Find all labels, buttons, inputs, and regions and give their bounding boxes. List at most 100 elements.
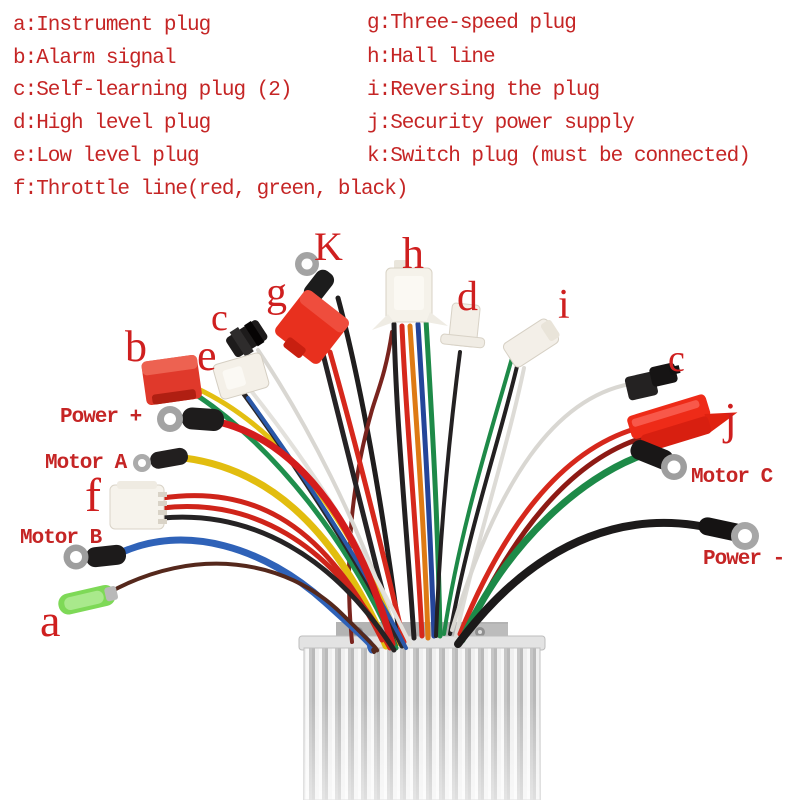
b-base	[151, 389, 197, 405]
label-h: h	[402, 229, 424, 278]
power-plus-sleeve	[181, 407, 225, 431]
j-lower	[641, 416, 712, 453]
ring-terminal-motor-a	[133, 447, 188, 472]
connector-c-right-black	[624, 362, 681, 401]
label-g: g	[266, 270, 287, 316]
legend-item-e: e:Low level plug	[13, 145, 200, 168]
h-wing-right	[426, 312, 448, 326]
connector-h-white	[372, 260, 448, 330]
connector-d-white	[440, 302, 486, 349]
c-right-body	[624, 371, 658, 401]
d-crossbar	[440, 333, 486, 349]
motor-c-hole	[667, 460, 681, 474]
legend-item-f: f:Throttle line(red, green, black)	[13, 178, 408, 201]
connector-f-white	[109, 481, 167, 530]
wire-harness	[108, 295, 730, 654]
label-power-plus: Power +	[60, 406, 142, 429]
motor-b-hole	[70, 551, 82, 563]
motor-b-sleeve	[85, 544, 127, 568]
bracket-screw-right-glint	[478, 630, 482, 634]
controller-body	[298, 622, 546, 800]
ring-terminal-power-plus	[157, 406, 225, 432]
wire-j-red	[457, 425, 641, 637]
wire-g-red	[327, 349, 407, 645]
g-tab	[283, 337, 306, 358]
wire-motor-a-yellow	[180, 454, 390, 650]
wire-i-green	[442, 356, 514, 636]
a-crimp	[104, 586, 118, 602]
label-motor-c: Motor C	[691, 466, 773, 489]
wire-h-orange	[407, 323, 431, 641]
connector-g-red	[275, 290, 349, 364]
c-left-body	[226, 320, 268, 358]
wire-b-green	[195, 393, 399, 651]
label-j: j	[724, 393, 737, 444]
wire-d-black	[434, 350, 462, 638]
legend-item-g: g:Three-speed plug	[367, 12, 577, 35]
wire-e-blue	[246, 396, 408, 650]
legend-item-d: d:High level plug	[13, 112, 211, 135]
legend-item-i: i:Reversing the plug	[367, 79, 600, 102]
label-f: f	[85, 469, 101, 522]
wire-c1-white	[256, 348, 400, 640]
label-power-minus: Power -	[703, 548, 785, 571]
label-c-left: c	[211, 297, 228, 339]
f-pin1	[158, 492, 167, 497]
legend-item-k: k:Switch plug (must be connected)	[367, 145, 751, 168]
connector-a-green	[58, 584, 118, 615]
j-tip	[704, 412, 738, 434]
legend-item-b: b:Alarm signal	[13, 47, 176, 70]
legend-item-j: j:Security power supply	[367, 112, 635, 135]
label-a: a	[40, 595, 61, 646]
c-left-rib	[229, 326, 254, 357]
label-c-right: c	[668, 338, 685, 380]
wire-h-red	[399, 323, 425, 639]
h-face	[394, 276, 424, 310]
f-pin4	[158, 519, 167, 524]
wire-power-minus-black	[454, 519, 730, 648]
c-left-rib2	[244, 321, 265, 347]
label-i: i	[558, 282, 570, 328]
wire-i-white	[454, 366, 526, 638]
power-minus-hole	[738, 529, 752, 543]
motor-a-sleeve	[150, 447, 188, 469]
ring-terminal-motor-b	[63, 544, 127, 570]
ring-terminal-motor-c	[630, 439, 687, 480]
f-body	[109, 484, 165, 530]
label-motor-b: Motor B	[20, 527, 102, 550]
e-face	[222, 366, 246, 390]
connector-i-white	[502, 318, 560, 368]
wire-c2-white	[450, 382, 632, 632]
h-wing-left	[372, 314, 394, 330]
power-plus-hole	[164, 413, 176, 425]
connector-e-white	[212, 352, 270, 400]
a-inner	[64, 590, 104, 611]
heatsink-fade	[304, 700, 540, 800]
connector-c-left-black	[226, 320, 268, 358]
label-K: K	[314, 224, 343, 269]
label-motor-a: Motor A	[45, 452, 127, 475]
label-b: b	[125, 322, 147, 371]
wire-f-black	[159, 514, 397, 653]
wire-a-brown	[108, 561, 380, 654]
c-right-tip	[668, 365, 681, 376]
f-pin2	[158, 501, 167, 506]
j-highlight	[631, 400, 700, 427]
legend-item-a: a:Instrument plug	[13, 14, 211, 37]
connector-b-red	[141, 354, 202, 406]
b-highlight	[141, 354, 198, 376]
f-pin3	[158, 510, 167, 515]
g-highlight	[299, 290, 349, 333]
wire-power-plus-red	[206, 416, 396, 648]
i-tip	[540, 319, 560, 341]
k-ring-hole	[301, 258, 313, 270]
connector-j-red	[627, 394, 738, 453]
wire-h-black	[391, 321, 417, 641]
label-d: d	[457, 274, 478, 320]
wire-h-blue	[415, 321, 437, 639]
label-e: e	[197, 331, 217, 380]
motor-a-hole	[138, 459, 146, 467]
ring-terminal-power-minus	[698, 517, 759, 550]
f-top	[117, 481, 157, 489]
